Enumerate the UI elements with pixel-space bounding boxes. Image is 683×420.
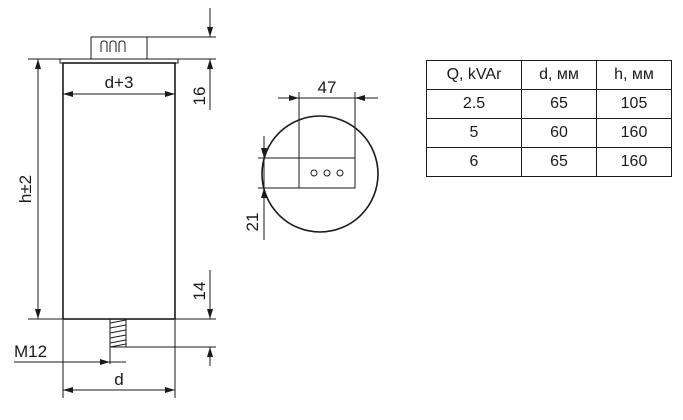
top-view-terminal	[298, 157, 356, 189]
capacitor-body	[62, 62, 176, 320]
top-view-circle	[261, 115, 379, 233]
table-cell: 160	[596, 118, 672, 148]
dim-label-terminal-width: 47	[318, 78, 337, 97]
header-power: Q, kVAr	[426, 60, 522, 90]
terminal-pins	[100, 40, 126, 52]
table-cell: 60	[521, 118, 597, 148]
terminal-hole	[323, 169, 331, 177]
table-header-row: Q, kVAr d, мм h, мм	[426, 60, 672, 90]
table-cell: 2.5	[426, 89, 522, 119]
capacitor-top-view: 47 21	[243, 78, 379, 240]
spec-table: Q, kVAr d, мм h, мм 2.5 65 105 5 60 160 …	[426, 60, 672, 177]
table-row: 2.5 65 105	[426, 89, 672, 119]
table-cell: 65	[521, 89, 597, 119]
terminal-hole	[336, 169, 344, 177]
table-cell: 5	[426, 118, 522, 148]
table-cell: 105	[596, 89, 672, 119]
table-cell: 160	[596, 147, 672, 177]
dim-label-thread: M12	[14, 342, 47, 361]
header-height: h, мм	[596, 60, 672, 90]
terminal-hole	[310, 169, 318, 177]
dim-label-d-plus-3: d+3	[105, 73, 134, 92]
thread-hatch	[109, 319, 127, 348]
dim-label-bottom-offset: 14	[190, 282, 209, 301]
capacitor-side-view: d+3 h±2 16 14 M12 d	[14, 8, 216, 398]
dim-label-d: d	[114, 370, 123, 389]
dim-label-terminal-offset: 21	[243, 213, 262, 232]
table-row: 6 65 160	[426, 147, 672, 177]
header-diameter: d, мм	[521, 60, 597, 90]
table-cell: 65	[521, 147, 597, 177]
table-row: 5 60 160	[426, 118, 672, 148]
dim-label-top-offset: 16	[190, 87, 209, 106]
table-cell: 6	[426, 147, 522, 177]
dim-label-height: h±2	[16, 175, 35, 203]
